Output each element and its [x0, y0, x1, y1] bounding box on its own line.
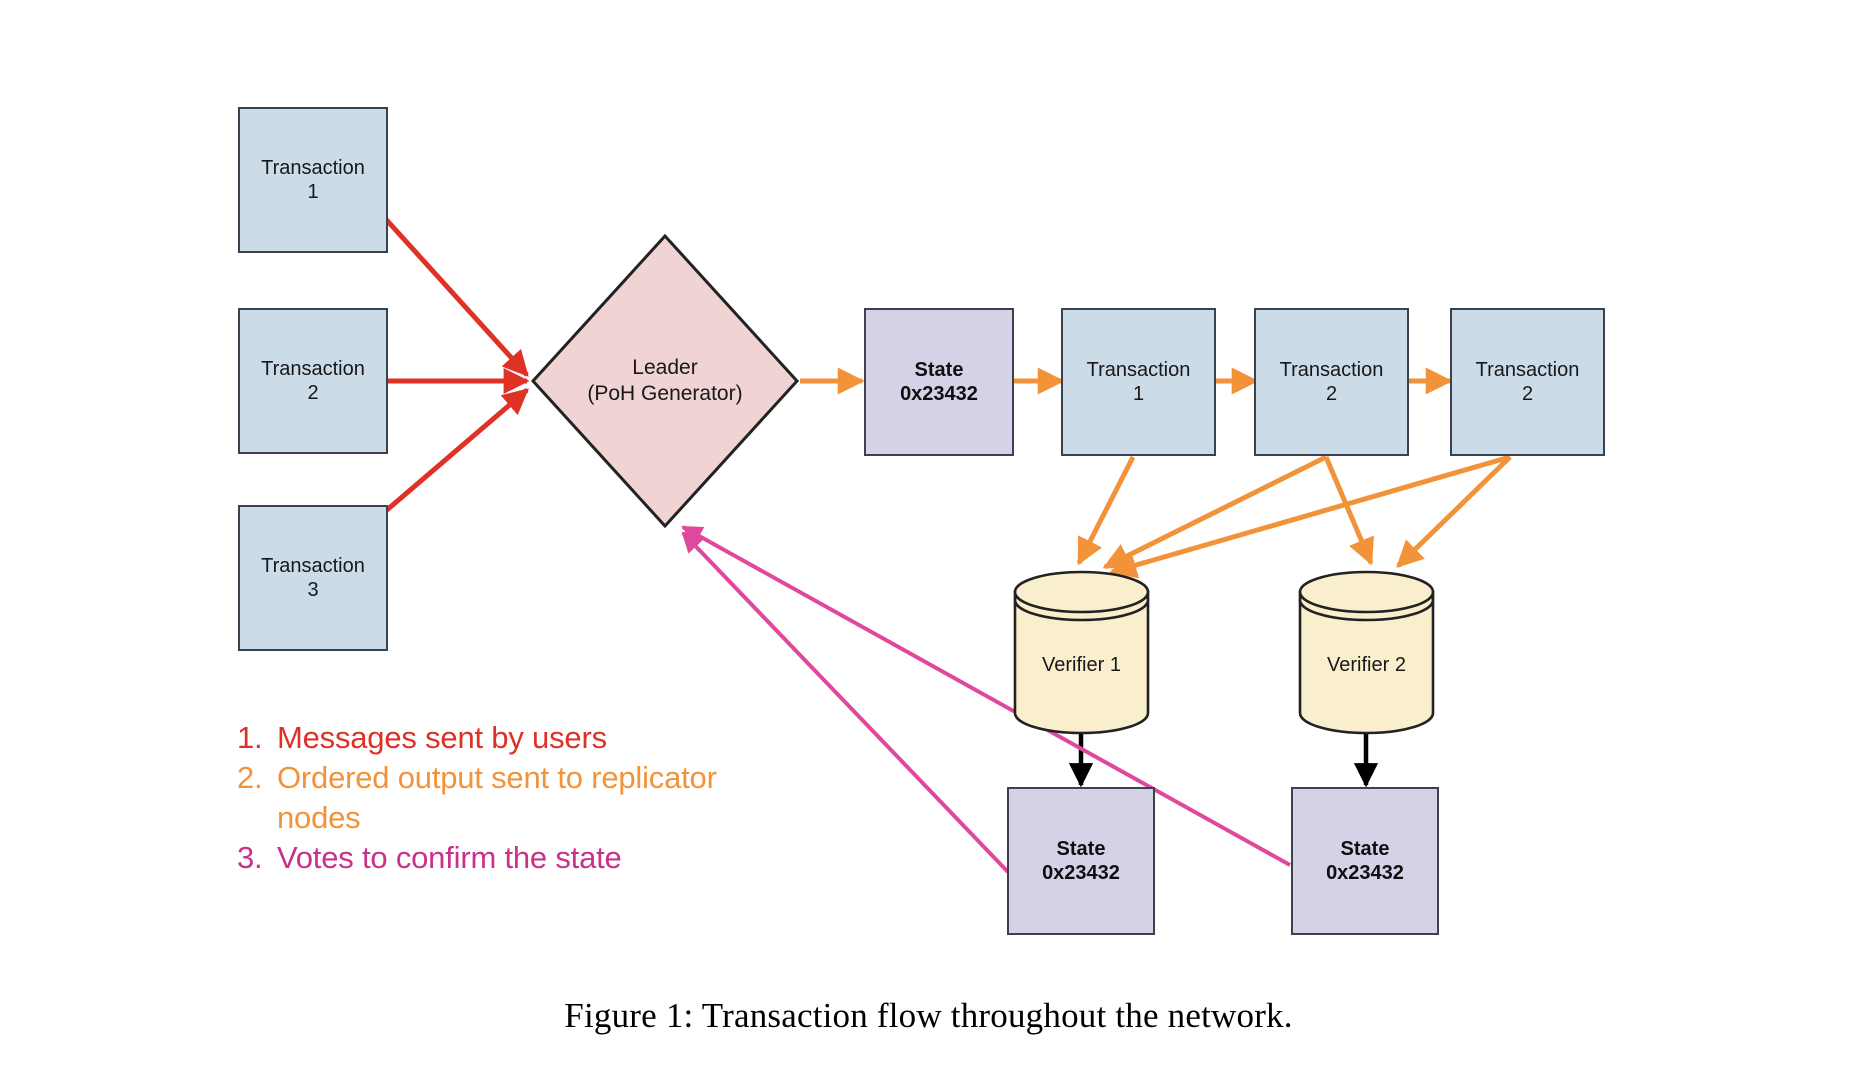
legend-item-3-number: 3.: [237, 839, 263, 875]
verifier-2-state-box[interactable]: State 0x23432: [1291, 787, 1439, 935]
legend: 1. Messages sent by users 2. Ordered out…: [237, 718, 757, 878]
verifier-2-state-label: State 0x23432: [1326, 837, 1404, 886]
ledger-state-label: State 0x23432: [900, 358, 978, 407]
verifier-node-1[interactable]: Verifier 1: [1013, 570, 1150, 735]
legend-item-1-number: 1.: [237, 720, 263, 755]
transaction-box-1[interactable]: Transaction 1: [238, 107, 388, 253]
ledger-transaction-1-label: Transaction 1: [1087, 358, 1191, 407]
transaction-box-3-label: Transaction 3: [261, 554, 365, 603]
ledger-transaction-2-line-1: Transaction: [1279, 358, 1384, 381]
edge-ledger-tx3-to-verifier2: [1396, 455, 1512, 568]
leader-line-1: Leader: [632, 356, 698, 380]
legend-item-messages: 1. Messages sent by users: [237, 718, 757, 758]
transaction-box-2-num: 2: [307, 382, 319, 404]
ledger-state-line-1: State: [914, 358, 964, 381]
verifier-2-state-line-1: State: [1340, 837, 1390, 860]
leader-diamond-shape: [530, 233, 800, 529]
ledger-transaction-3-line-2: 2: [1521, 383, 1534, 405]
transaction-box-2[interactable]: Transaction 2: [238, 308, 388, 454]
transaction-box-3-title: Transaction: [261, 554, 365, 577]
ledger-state-box[interactable]: State 0x23432: [864, 308, 1014, 456]
ledger-transaction-2-line-2: 2: [1325, 383, 1338, 405]
verifier-1-state-box[interactable]: State 0x23432: [1007, 787, 1155, 935]
verifier-2-state-line-2: 0x23432: [1326, 862, 1404, 884]
verifier-1-state-line-1: State: [1056, 837, 1106, 860]
verifier-1-state-line-2: 0x23432: [1042, 862, 1120, 884]
edge-ledger-tx2-to-verifier1: [1102, 454, 1328, 570]
ledger-transaction-box-2[interactable]: Transaction 2: [1254, 308, 1409, 456]
edge-group-verifier-state: [1068, 733, 1379, 788]
ledger-transaction-1-line-1: Transaction: [1086, 358, 1191, 381]
edge-ledger-tx2-to-verifier2: [1323, 456, 1374, 566]
legend-item-votes: 3. Votes to confirm the state: [237, 838, 757, 878]
ledger-transaction-3-line-1: Transaction: [1475, 358, 1580, 381]
transaction-box-3-num: 3: [307, 579, 319, 601]
transaction-box-2-label: Transaction 2: [261, 357, 365, 406]
transaction-box-2-title: Transaction: [261, 357, 365, 380]
leader-label: Leader (PoH Generator): [587, 355, 742, 406]
verifier-2-label: Verifier 2: [1327, 654, 1406, 677]
transaction-box-1-title: Transaction: [261, 156, 365, 179]
ledger-transaction-3-label: Transaction 2: [1476, 358, 1580, 407]
leader-node[interactable]: Leader (PoH Generator): [530, 233, 800, 529]
legend-item-1-text: Messages sent by users: [277, 720, 607, 755]
verifier-1-cylinder-shape: [1013, 570, 1150, 735]
verifier-2-cylinder-shape: [1298, 570, 1435, 735]
legend-item-2-text: Ordered output sent to replicator nodes: [277, 759, 717, 835]
transaction-box-3[interactable]: Transaction 3: [238, 505, 388, 651]
legend-item-2-number: 2.: [237, 759, 263, 795]
legend-item-3-text: Votes to confirm the state: [277, 839, 622, 875]
edge-ledger-tx3-to-verifier1: [1109, 454, 1511, 579]
ledger-state-line-2: 0x23432: [900, 383, 978, 405]
edge-state2-vote-to-leader: [681, 525, 1291, 867]
transaction-box-1-label: Transaction 1: [261, 156, 365, 205]
figure-caption: Figure 1: Transaction flow throughout th…: [564, 996, 1293, 1035]
ledger-transaction-2-label: Transaction 2: [1280, 358, 1384, 407]
edge-group-votes: [681, 525, 1291, 874]
edge-ledger-tx1-to-verifier1: [1076, 455, 1136, 566]
ledger-transaction-box-3[interactable]: Transaction 2: [1450, 308, 1605, 456]
ledger-transaction-box-1[interactable]: Transaction 1: [1061, 308, 1216, 456]
legend-item-ordered-output: 2. Ordered output sent to replicator nod…: [237, 758, 757, 838]
leader-line-2: (PoH Generator): [587, 382, 743, 405]
verifier-1-label: Verifier 1: [1042, 654, 1121, 677]
verifier-1-state-label: State 0x23432: [1042, 837, 1120, 886]
transaction-box-1-num: 1: [307, 181, 319, 203]
verifier-node-2[interactable]: Verifier 2: [1298, 570, 1435, 735]
ledger-transaction-1-line-2: 1: [1132, 383, 1145, 405]
